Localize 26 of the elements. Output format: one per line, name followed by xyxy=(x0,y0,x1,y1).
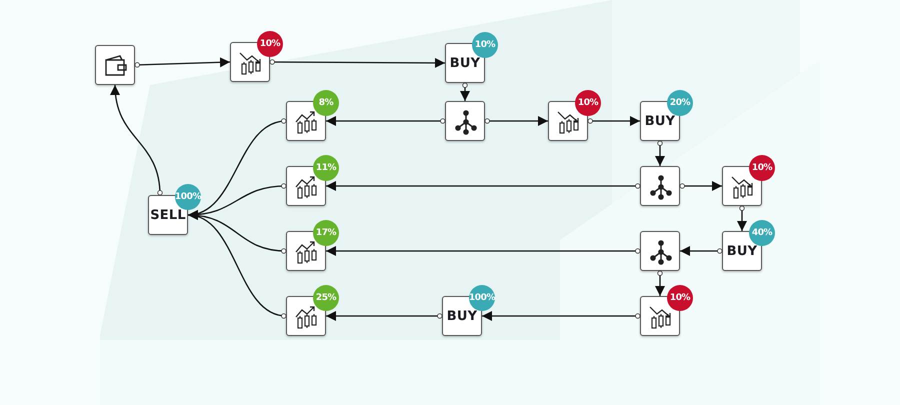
arrow xyxy=(326,181,640,191)
order-label: BUY xyxy=(644,114,676,128)
arrow xyxy=(588,116,640,126)
order-label: SELL xyxy=(150,208,186,222)
arrow xyxy=(482,311,640,321)
step-node xyxy=(640,166,680,206)
step-node xyxy=(445,101,485,141)
step-node xyxy=(95,45,135,85)
arrow xyxy=(326,116,446,126)
arrow xyxy=(134,57,230,68)
order-label: BUY xyxy=(446,308,478,324)
arrow xyxy=(460,82,470,101)
step-node xyxy=(640,231,680,271)
arrow xyxy=(680,181,722,191)
arrow xyxy=(737,206,747,231)
arrow xyxy=(326,246,640,256)
arrow xyxy=(110,84,162,196)
arrow xyxy=(655,140,665,166)
arrow xyxy=(680,246,722,256)
arrow xyxy=(655,270,665,296)
arrow xyxy=(270,58,445,68)
arrow xyxy=(188,212,286,318)
arrow xyxy=(326,311,442,321)
order-label: BUY xyxy=(726,244,758,258)
arrow xyxy=(484,116,548,126)
order-label: BUY xyxy=(450,56,480,70)
